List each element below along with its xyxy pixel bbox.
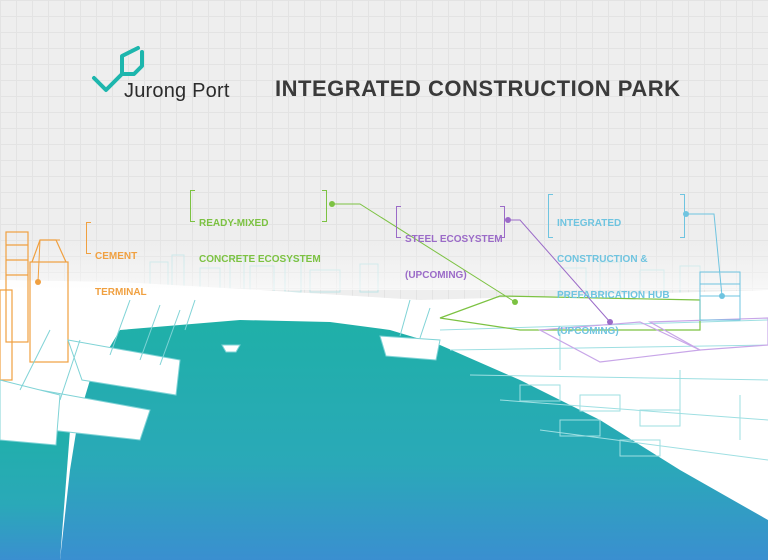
cement-line-2: TERMINAL bbox=[95, 287, 147, 298]
jurong-port-logo-icon bbox=[92, 46, 144, 92]
steel-line-1: STEEL ECOSYSTEM bbox=[405, 234, 503, 245]
callout-lines bbox=[35, 201, 725, 325]
cement-line-1: CEMENT bbox=[95, 251, 138, 262]
cement-terminal-structures bbox=[0, 231, 69, 381]
hub-line-3: PREFABRICATION HUB bbox=[557, 290, 670, 301]
hub-bracket-right bbox=[680, 194, 685, 238]
hub-bracket bbox=[548, 194, 553, 238]
concrete-ecosystem-label: READY-MIXED CONCRETE ECOSYSTEM bbox=[199, 194, 321, 290]
page-title: INTEGRATED CONSTRUCTION PARK bbox=[275, 76, 681, 101]
prefabrication-hub-label: INTEGRATED CONSTRUCTION & PREFABRICATION… bbox=[557, 194, 670, 362]
steel-ecosystem-zone bbox=[537, 317, 768, 363]
river-water bbox=[60, 320, 768, 560]
steel-bracket bbox=[396, 206, 401, 238]
hub-line-4: (UPCOMING) bbox=[557, 326, 619, 337]
steel-ecosystem-label: STEEL ECOSYSTEM (UPCOMING) bbox=[405, 210, 503, 306]
cement-bracket bbox=[86, 222, 91, 254]
concrete-line-1: READY-MIXED bbox=[199, 218, 269, 229]
hub-line-2: CONSTRUCTION & bbox=[557, 254, 648, 265]
concrete-bracket-right bbox=[322, 190, 327, 222]
right-yard bbox=[439, 319, 768, 461]
cement-terminal-label: CEMENT TERMINAL bbox=[95, 227, 147, 323]
concrete-line-2: CONCRETE ECOSYSTEM bbox=[199, 254, 321, 265]
concrete-bracket bbox=[190, 190, 195, 222]
brand-name: Jurong Port bbox=[124, 80, 230, 102]
steel-bracket-right bbox=[500, 206, 505, 238]
hub-line-1: INTEGRATED bbox=[557, 218, 622, 229]
left-ships bbox=[0, 299, 241, 446]
steel-line-2: (UPCOMING) bbox=[405, 270, 467, 281]
central-barge bbox=[379, 299, 441, 361]
